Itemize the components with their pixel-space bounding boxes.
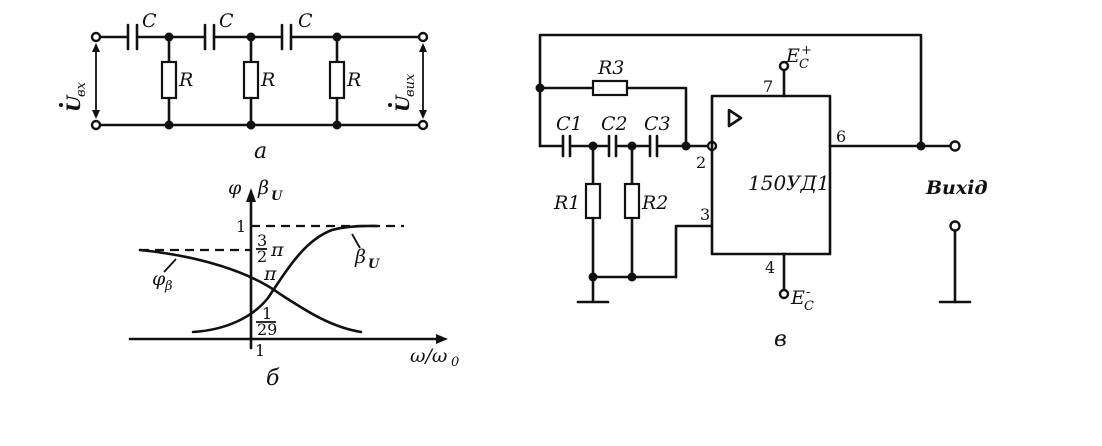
resistor-label-2: R bbox=[260, 69, 275, 91]
ec-plus-label: E bbox=[785, 45, 800, 67]
ec-minus-sub: C bbox=[804, 299, 814, 314]
tick-pi: π bbox=[263, 263, 277, 285]
label-c1: C1 bbox=[556, 113, 583, 135]
x-axis-label: ω/ω bbox=[410, 345, 447, 367]
resistor-branch-3 bbox=[328, 35, 346, 127]
rc-ladder-circuit: C C C R R R U вх U вих а bbox=[59, 10, 429, 164]
resistor-r1 bbox=[584, 182, 602, 220]
ec-minus-terminal bbox=[778, 288, 790, 300]
capacitor-label-1: C bbox=[142, 10, 157, 32]
opamp-label: 150УД1 bbox=[748, 171, 830, 195]
pin-7: 7 bbox=[763, 77, 773, 96]
capacitor-label-3: C bbox=[298, 10, 313, 32]
figure-caption-a: а bbox=[254, 139, 267, 164]
output-voltage-label: U вих bbox=[388, 73, 418, 112]
phi-axis-label: φ bbox=[228, 177, 242, 199]
beta-axis-label: β bbox=[257, 177, 269, 199]
beta-axis-sub: U bbox=[271, 189, 283, 204]
resistor-r2 bbox=[623, 182, 641, 220]
pin-4: 4 bbox=[765, 258, 775, 277]
input-terminal-bottom bbox=[90, 119, 102, 131]
output-label: Вихід bbox=[925, 177, 988, 199]
ec-plus-sub: C bbox=[799, 57, 809, 72]
output-terminal-top bbox=[417, 31, 429, 43]
ec-minus-label: E bbox=[790, 287, 805, 309]
resistor-r3 bbox=[591, 79, 629, 97]
label-r1: R1 bbox=[553, 192, 580, 214]
input-voltage-label: U вх bbox=[59, 81, 89, 112]
ground-output-terminal bbox=[949, 220, 961, 232]
pin-2: 2 bbox=[696, 153, 706, 172]
tick-three-halves-pi: π bbox=[270, 239, 284, 261]
phi-beta-curve bbox=[138, 248, 363, 334]
opamp-triangle-icon bbox=[727, 108, 743, 128]
pin-3: 3 bbox=[700, 205, 710, 224]
output-terminal bbox=[949, 140, 961, 152]
tick-1-29-num: 1 bbox=[262, 304, 272, 323]
pin-6: 6 bbox=[836, 127, 846, 146]
svg-text:вх: вх bbox=[74, 81, 89, 97]
tick-1-29-den: 29 bbox=[257, 320, 277, 339]
ec-plus-sign: + bbox=[801, 43, 812, 58]
output-terminal-bottom bbox=[417, 119, 429, 131]
capacitor-c3 bbox=[280, 23, 293, 51]
ec-plus-terminal bbox=[778, 60, 790, 72]
resistor-label-3: R bbox=[346, 69, 361, 91]
rc-oscillator-circuit: R3 C1 C2 C3 R1 R2 2 3 4 6 7 150УД1 E C +… bbox=[535, 33, 988, 352]
resistor-branch-1 bbox=[160, 35, 178, 127]
figure-caption-v: в bbox=[774, 327, 787, 352]
label-c3: C3 bbox=[644, 113, 671, 135]
capacitor-label-2: C bbox=[219, 10, 234, 32]
opamp-body bbox=[710, 94, 832, 256]
phase-amplitude-graph: φ β U 1 3 2 π π 1 29 1 ω/ω 0 φ β β U б bbox=[128, 177, 459, 391]
svg-text:U: U bbox=[63, 94, 85, 112]
svg-text:вих: вих bbox=[403, 73, 418, 97]
x-tick-one: 1 bbox=[255, 341, 265, 360]
resistor-branch-2 bbox=[242, 35, 260, 127]
phi-curve-label: φ bbox=[152, 268, 166, 290]
label-r3: R3 bbox=[597, 57, 624, 79]
phi-curve-sub: β bbox=[164, 279, 173, 294]
x-axis-sub: 0 bbox=[451, 355, 459, 370]
tick-three-halves-num: 3 bbox=[257, 231, 267, 250]
label-c2: C2 bbox=[601, 113, 628, 135]
ec-minus-sign: - bbox=[806, 285, 810, 300]
tick-three-halves-den: 2 bbox=[257, 247, 267, 266]
capacitor-c2 bbox=[203, 23, 216, 51]
tick-one: 1 bbox=[236, 217, 246, 236]
capacitor-c1 bbox=[126, 23, 139, 51]
figure-caption-b: б bbox=[266, 366, 280, 391]
svg-text:U: U bbox=[392, 94, 414, 112]
label-r2: R2 bbox=[641, 192, 668, 214]
resistor-label-1: R bbox=[178, 69, 193, 91]
beta-curve-label: β bbox=[354, 246, 366, 268]
input-terminal-top bbox=[90, 31, 102, 43]
beta-curve-sub: U bbox=[368, 257, 380, 272]
beta-u-curve bbox=[191, 224, 379, 334]
